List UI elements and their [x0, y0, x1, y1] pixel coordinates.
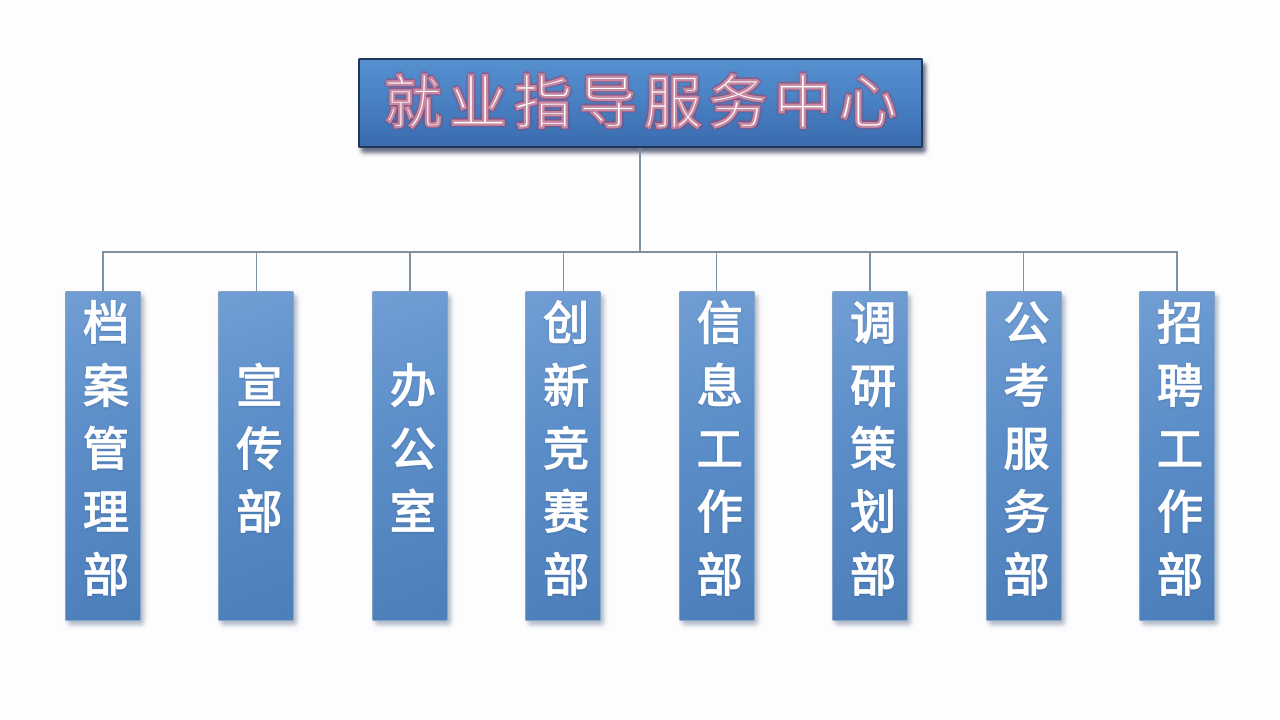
- root-node-label: 就业指导服务中心: [383, 69, 904, 137]
- department-node-label: 办公室: [382, 361, 437, 551]
- department-node-label: 公考服务部: [996, 298, 1051, 614]
- connector-stub: [562, 251, 565, 291]
- department-column: 调研策划部: [832, 251, 909, 621]
- connector-trunk: [639, 148, 641, 251]
- connector-stub: [869, 251, 871, 291]
- department-node: 宣传部: [218, 291, 295, 621]
- department-node-label: 信息工作部: [689, 298, 744, 614]
- department-node-label: 宣传部: [229, 361, 284, 551]
- department-node: 创新竞赛部: [525, 291, 602, 621]
- department-column: 宣传部: [218, 251, 295, 621]
- connector-stub: [255, 251, 258, 291]
- department-column: 档案管理部: [65, 251, 141, 621]
- connector-stub: [409, 251, 411, 291]
- department-node-label: 档案管理部: [76, 298, 130, 614]
- connector-bar: [103, 251, 1178, 253]
- department-node-label: 招聘工作部: [1149, 298, 1204, 614]
- department-node: 办公室: [371, 291, 448, 621]
- department-node: 公考服务部: [985, 291, 1062, 621]
- connector-stub: [102, 251, 104, 291]
- root-node: 就业指导服务中心: [358, 58, 923, 148]
- department-node-label: 创新竞赛部: [536, 298, 591, 614]
- connector-stub: [1022, 251, 1025, 291]
- department-column: 招聘工作部: [1138, 251, 1215, 621]
- department-node: 调研策划部: [832, 291, 909, 621]
- department-node-label: 调研策划部: [843, 298, 898, 614]
- department-column: 办公室: [371, 251, 448, 621]
- department-column: 公考服务部: [985, 251, 1062, 621]
- department-column: 创新竞赛部: [525, 251, 602, 621]
- department-node: 招聘工作部: [1138, 291, 1215, 621]
- connector-stub: [715, 251, 718, 291]
- departments-row: 档案管理部 宣传部 办公室 创新竞赛部 信息工作部: [65, 251, 1215, 621]
- connector-stub: [1176, 251, 1178, 291]
- department-node: 档案管理部: [65, 291, 141, 621]
- department-node: 信息工作部: [678, 291, 755, 621]
- department-column: 信息工作部: [678, 251, 755, 621]
